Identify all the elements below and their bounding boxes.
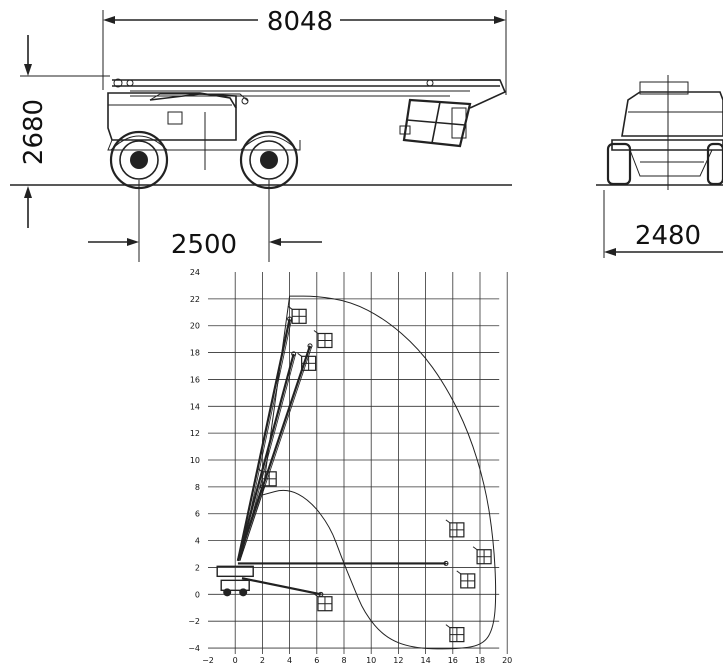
height-arrow-top [24, 64, 32, 76]
front-right-wheel [706, 142, 723, 186]
rear-wheel [109, 130, 169, 190]
chart-grid [208, 272, 508, 655]
y-tick-label: 2 [195, 563, 200, 572]
front-wheel [239, 130, 299, 190]
y-tick-label: 4 [195, 537, 200, 546]
front-view: 2480 [596, 75, 723, 258]
basket-arm [445, 519, 451, 524]
basket-arm [456, 570, 462, 575]
y-tick-label: 6 [195, 510, 200, 519]
side-view: 8048 2680 [10, 7, 512, 262]
boom-tip-joint [307, 343, 313, 349]
y-tick-label: 20 [190, 322, 200, 331]
y-tick-label: −2 [188, 617, 200, 626]
x-tick-label: 0 [233, 656, 238, 663]
basket-arm [313, 330, 319, 334]
boom-position [241, 577, 324, 597]
boom-line-inner [243, 577, 323, 595]
y-tick-label: −4 [188, 644, 200, 653]
y-tick-label: 12 [190, 429, 200, 438]
boom-position [236, 316, 293, 561]
boom-tip-joint [291, 351, 297, 357]
front-cab-top [639, 81, 689, 95]
x-tick-label: 10 [366, 656, 376, 663]
platform-basket-icon [313, 330, 333, 349]
base-wheel-right [239, 588, 248, 597]
y-tick-label: 10 [190, 456, 200, 465]
overall-width-label: 2480 [635, 221, 701, 251]
x-tick-label: 2 [260, 656, 265, 663]
platform-basket-icon [257, 468, 277, 487]
boom-line [236, 486, 264, 562]
x-tick-label: 18 [475, 656, 485, 663]
wheelbase-arrow-left [127, 238, 139, 246]
height-arrow-bottom [24, 186, 32, 198]
y-tick-label: 0 [195, 590, 200, 599]
boom-line [241, 577, 322, 596]
boom-line [236, 353, 295, 562]
length-arrow-left [103, 16, 115, 24]
basket-arm [257, 468, 263, 473]
base-chassis [220, 579, 250, 592]
wheelbase-arrow-right [269, 238, 281, 246]
platform-basket [399, 98, 472, 148]
x-tick-label: 16 [448, 656, 458, 663]
width-arrow-left [604, 248, 616, 256]
base-turntable [216, 565, 254, 578]
platform-basket-icon [313, 593, 333, 612]
length-arrow-right [494, 16, 506, 24]
base-wheel-left [223, 588, 232, 597]
chassis-panel [167, 111, 183, 125]
basket-arm [472, 546, 478, 551]
machine-base-glyph [216, 565, 254, 597]
x-tick-label: 6 [314, 656, 319, 663]
x-tick-label: 4 [287, 656, 292, 663]
y-tick-label: 22 [190, 295, 200, 304]
boom-position [236, 351, 297, 562]
overall-height-label: 2680 [19, 99, 49, 165]
wheelbase-label: 2500 [171, 230, 237, 260]
platform-basket-icon [287, 305, 307, 324]
platform-basket-icon [472, 546, 492, 565]
y-tick-label: 16 [190, 375, 200, 384]
y-tick-label: 18 [190, 349, 200, 358]
basket-arm [297, 352, 302, 357]
basket-arm [287, 305, 293, 310]
platform-basket-icon [445, 624, 465, 643]
basket-arm [445, 624, 451, 629]
x-tick-label: 20 [502, 656, 512, 663]
boom-positions [236, 316, 449, 597]
overall-length-label: 8048 [267, 7, 333, 37]
x-tick-label: −2 [202, 656, 214, 663]
boom-line-inner [239, 486, 265, 561]
platform-basket-icon [456, 570, 476, 589]
y-tick-label: 14 [190, 402, 200, 411]
chassis-frame [107, 139, 301, 151]
x-tick-label: 14 [421, 656, 431, 663]
basket-arm [313, 593, 319, 598]
platform-positions [257, 305, 492, 643]
x-tick-label: 8 [341, 656, 346, 663]
front-left-wheel [606, 142, 632, 186]
boom-position [237, 560, 449, 566]
x-tick-label: 12 [393, 656, 403, 663]
stowed-boom [112, 78, 507, 109]
turntable [149, 93, 237, 108]
x-tick-labels: −2 0 2 4 6 8 10 12 14 16 18 20 [202, 656, 512, 663]
y-tick-label: 8 [195, 483, 200, 492]
y-tick-label: 24 [190, 268, 200, 277]
front-cab [621, 91, 723, 137]
front-chassis [611, 139, 723, 151]
boom-line [236, 318, 291, 561]
boom-tip-joint [443, 560, 449, 566]
platform-basket-icon [445, 519, 465, 538]
boom-position [236, 484, 265, 562]
working-envelope [261, 295, 497, 650]
platform-basket-icon [297, 352, 317, 371]
chassis-body [107, 92, 237, 141]
